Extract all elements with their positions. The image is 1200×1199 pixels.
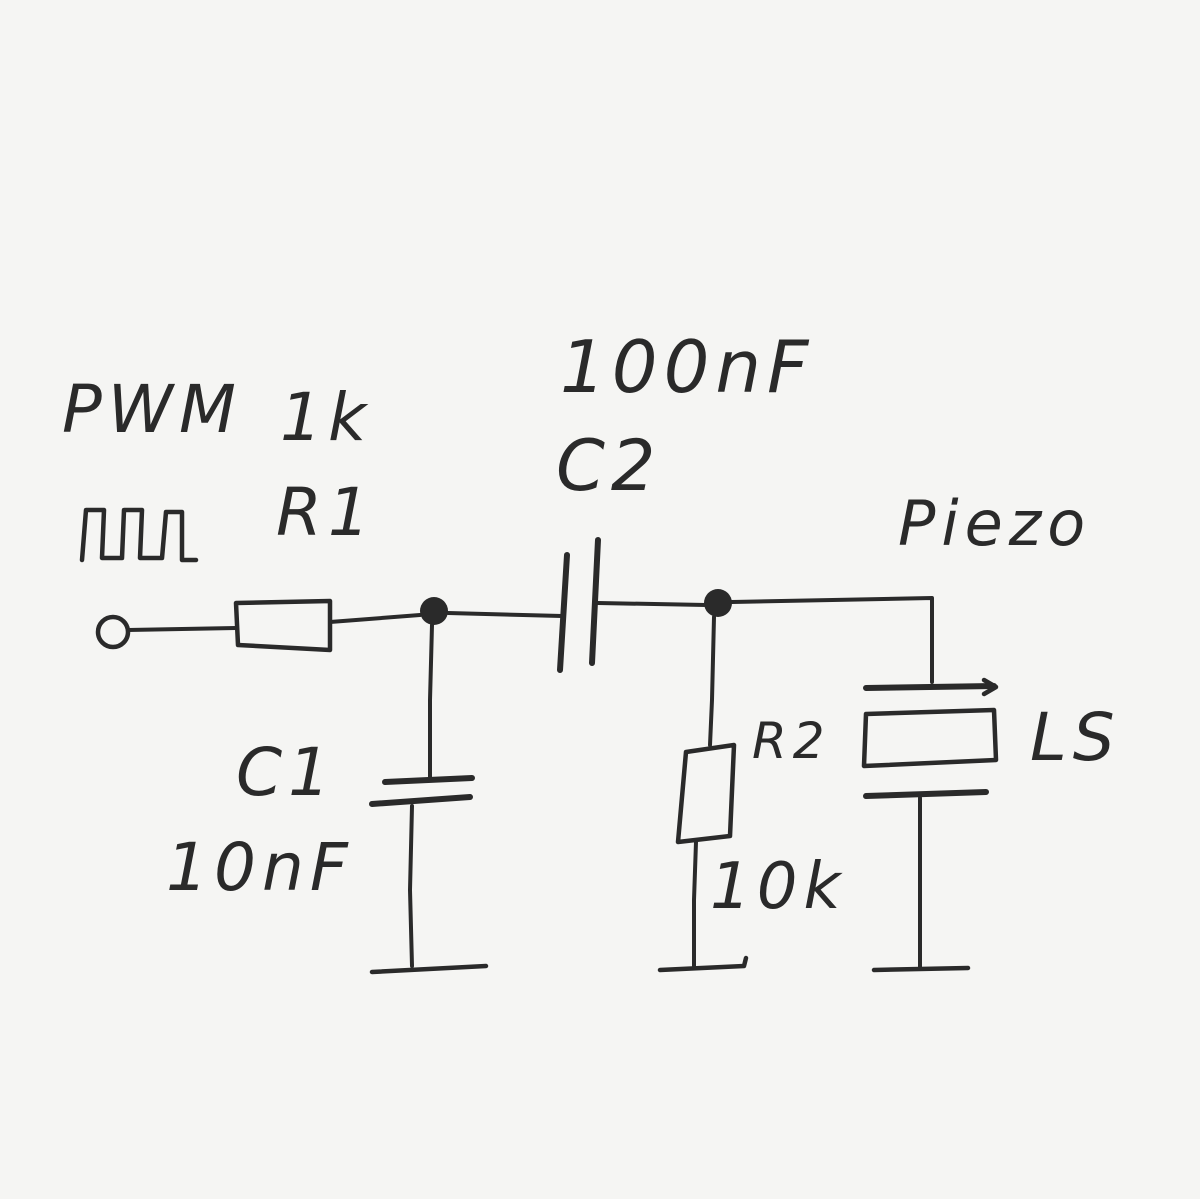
wire-node1-c1 xyxy=(428,623,434,782)
input-wire xyxy=(126,626,238,632)
pwm-waveform-icon xyxy=(79,507,199,563)
wire-node2-piezo xyxy=(730,596,934,684)
piezo-top-plate xyxy=(863,683,997,691)
piezo-bottom-plate xyxy=(863,789,989,799)
r2-ref-label: R2 xyxy=(752,712,831,770)
piezo-label: Piezo xyxy=(898,487,1091,560)
r1-ref-label: R1 xyxy=(276,474,376,551)
node1-junction xyxy=(420,597,448,625)
piezo-ground xyxy=(871,965,971,973)
input-terminal xyxy=(95,614,131,650)
c1-plate-bottom xyxy=(369,794,473,807)
c2-plate-left xyxy=(557,552,570,673)
piezo-arrow-icon xyxy=(981,677,999,697)
r2-value-label: 10k xyxy=(710,850,847,924)
c1-ground xyxy=(369,963,489,975)
c2-value-label: 100nF xyxy=(560,325,814,409)
r1-resistor xyxy=(233,598,333,653)
node2-junction xyxy=(704,589,732,617)
wire-c1-ground xyxy=(408,804,414,968)
c1-ref-label: C1 xyxy=(236,734,336,811)
r1-value-label: 1k xyxy=(280,379,372,456)
wire-node1-c2 xyxy=(446,611,564,618)
wire-node2-r2 xyxy=(708,615,716,747)
c1-value-label: 10nF xyxy=(166,829,354,906)
c2-plate-right xyxy=(589,537,601,666)
wire-r2-ground xyxy=(692,840,698,968)
c1-plate-top xyxy=(382,775,475,785)
r2-ground xyxy=(657,955,749,973)
pwm-label: PWM xyxy=(62,371,242,448)
wire-c2-node2 xyxy=(596,601,708,607)
piezo-ref-label: LS xyxy=(1030,699,1121,776)
c2-ref-label: C2 xyxy=(556,425,661,507)
piezo-crystal xyxy=(861,707,999,769)
r2-resistor xyxy=(675,742,737,845)
wire-r1-node1 xyxy=(328,613,422,624)
